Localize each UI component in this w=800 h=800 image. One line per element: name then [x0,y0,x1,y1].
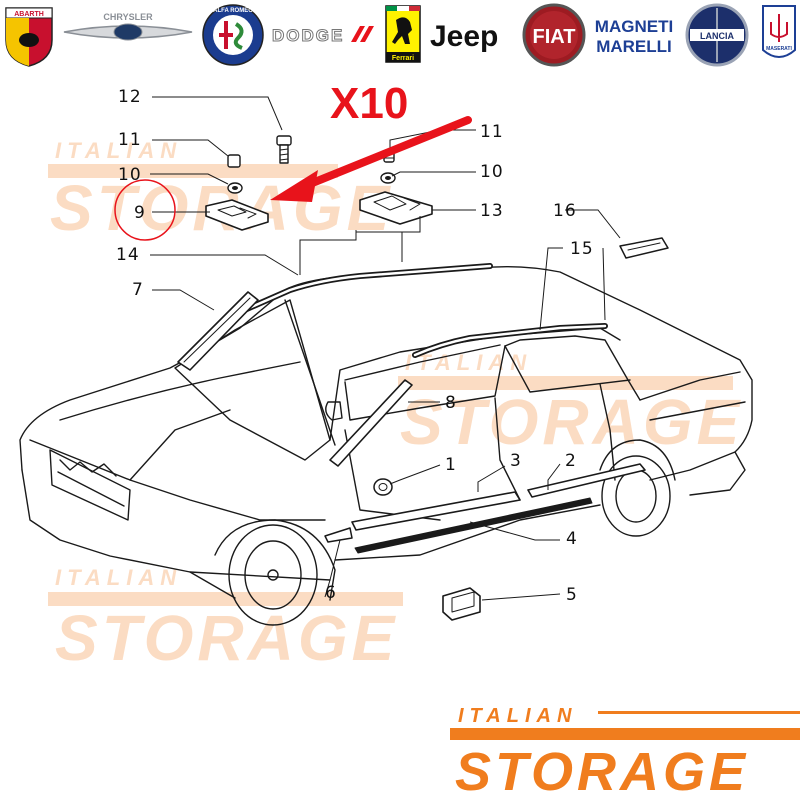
callout-7: 7 [132,280,144,300]
callout-2: 2 [565,451,577,471]
callout-10-left: 10 [118,165,142,185]
clip-part-5 [442,587,481,621]
watermark-big-text: STORAGE [55,602,398,674]
callout-4: 4 [566,529,578,549]
end-cap-part-6 [324,527,353,543]
callout-16: 16 [553,201,577,221]
callout-3: 3 [510,451,522,471]
red-arrow [270,116,472,202]
footer-logo-big-text: STORAGE [455,742,749,800]
callout-1: 1 [445,455,457,475]
quantity-label: X10 [330,79,408,128]
leader-lines [150,96,621,601]
watermark-big-text: STORAGE [400,386,743,458]
dodge-logo: DODGE [272,26,374,46]
nut-part-11-left [227,154,241,168]
door-strip-part-2 [527,463,646,498]
ferrari-logo: Ferrari [385,5,421,63]
trim-parts [177,135,669,621]
magneti-text: MAGNETI [595,17,673,36]
windshield-moulding-part-8 [329,379,413,467]
footer-logo-small-text: ITALIAN [458,705,577,727]
abarth-logo: ABARTH [5,7,53,67]
callout-15: 15 [570,239,594,259]
highlight-circle [114,179,176,241]
callout-11-left: 11 [118,130,142,150]
ferrari-text: Ferrari [392,55,414,62]
pillar-moulding-part-7 [177,291,259,371]
brand-logo-strip: ABARTH CHRYSLER ALFA ROMEO DODGE [5,3,796,67]
callout-9: 9 [134,203,146,223]
footer-logo-bar [450,728,800,740]
sill-strip-part-4 [354,497,593,554]
clip-part-9 [205,199,269,231]
lancia-text: LANCIA [700,31,734,41]
washer-part-10-right [380,172,396,184]
clip-part-1 [373,478,393,496]
abarth-text: ABARTH [14,11,44,18]
watermark-middle-right: ITALIAN STORAGE [398,350,743,458]
footer-logo-rule [598,711,800,714]
door-strip-part-3 [351,491,521,531]
callout-8: 8 [445,393,457,413]
marelli-text: MARELLI [596,37,672,56]
callout-14: 14 [116,245,140,265]
watermark-bottom-left: ITALIAN STORAGE [48,565,403,674]
watermark-small-text: ITALIAN [405,350,532,375]
end-cap-part-16 [619,237,669,259]
clip-part-13 [359,191,433,225]
magneti-marelli-logo: MAGNETI MARELLI [595,17,673,56]
callout-5: 5 [566,585,578,605]
fiat-text: FIAT [533,26,576,48]
chrysler-text: CHRYSLER [103,12,153,22]
washer-part-10-left [227,182,243,194]
roof-moulding-part-14 [237,263,493,315]
fiat-logo: FIAT [522,3,586,67]
footer-logo: ITALIAN STORAGE [450,705,800,800]
maserati-text: MASERATI [766,46,792,52]
callout-10-right: 10 [480,162,504,182]
callout-12: 12 [118,87,142,107]
watermark-small-text: ITALIAN [55,565,182,590]
alfa-romeo-text: ALFA ROMEO [213,8,253,14]
callout-6: 6 [325,583,337,603]
jeep-text: Jeep [430,20,498,53]
lancia-logo: LANCIA [685,3,749,67]
callout-numbers: 12 11 10 9 14 7 8 1 3 2 4 5 6 11 10 13 1… [116,87,594,605]
dodge-text: DODGE [272,26,344,45]
watermark-small-text: ITALIAN [55,138,182,163]
alfa-romeo-logo: ALFA ROMEO [202,4,264,66]
bolt-part-12 [276,135,292,164]
callout-11-right: 11 [480,122,504,142]
watermark-top-left: ITALIAN STORAGE [48,138,389,244]
chrysler-logo: CHRYSLER [63,12,193,41]
callout-13: 13 [480,201,504,221]
maserati-logo: MASERATI [762,5,796,58]
